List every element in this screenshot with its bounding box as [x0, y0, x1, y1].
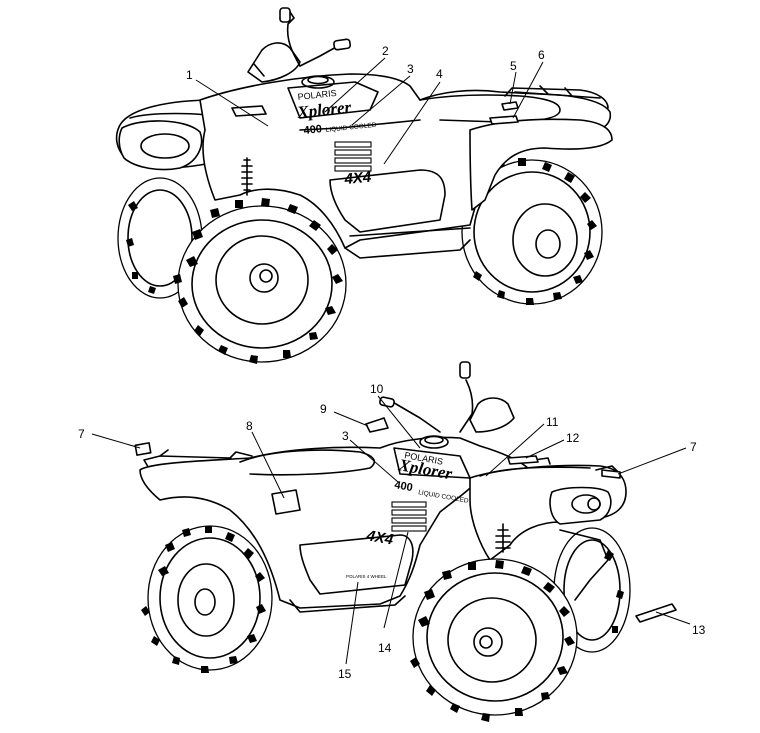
callout-3-top: 3 — [407, 62, 414, 76]
top-decal-brand: POLARIS — [297, 88, 337, 102]
callout-7-rear: 7 — [78, 427, 85, 441]
bottom-decal-drive: 4X4 — [364, 527, 395, 549]
front-shock-spring — [241, 157, 253, 196]
bottom-body — [139, 361, 627, 613]
top-stripe-decal — [334, 141, 372, 172]
callout-8: 8 — [246, 419, 253, 433]
callout-12: 12 — [566, 431, 580, 445]
callout-15: 15 — [338, 667, 352, 681]
rear-shock-spring — [495, 523, 511, 553]
callout-5: 5 — [510, 59, 517, 73]
bottom-decal-7-rear — [134, 442, 152, 456]
bottom-front-near-wheel — [410, 558, 578, 722]
top-callouts: 1 2 3 4 5 6 — [186, 44, 545, 165]
bottom-decal-7-front — [601, 469, 621, 479]
bottom-callouts: 7 7 8 9 10 3 11 12 13 14 15 — [78, 382, 706, 681]
callout-3-bottom: 3 — [342, 429, 349, 443]
bottom-decal-displacement: 400 — [393, 479, 413, 494]
bottom-decal-8 — [271, 489, 301, 515]
atv-top-view: POLARIS Xplorer 400 LIQUID COOLED 4X4 1 … — [115, 7, 613, 364]
top-decal-1 — [231, 105, 267, 117]
top-polaris-decal-outline — [287, 81, 379, 119]
bottom-stripe-decal — [391, 501, 427, 532]
callout-6: 6 — [538, 48, 545, 62]
top-front-near-wheel — [173, 198, 347, 364]
callout-13: 13 — [692, 623, 706, 637]
callout-4: 4 — [436, 67, 443, 81]
callout-11: 11 — [546, 415, 559, 429]
top-decal-drive: 4X4 — [343, 169, 373, 188]
top-decal-6 — [489, 115, 519, 125]
bottom-decal-small-text: POLARIS 4 WHEEL — [346, 574, 387, 579]
callout-7-front: 7 — [690, 440, 697, 454]
bottom-polaris-decal-outline — [393, 447, 471, 479]
callout-10: 10 — [370, 382, 384, 396]
callout-2: 2 — [382, 44, 389, 58]
top-decal-displacement: 400 — [303, 123, 323, 137]
atv-bottom-view: POLARIS Xplorer 400 LIQUID COOLED 4X4 PO… — [78, 361, 706, 722]
bottom-decal-9 — [365, 417, 389, 433]
bottom-decal-12 — [507, 455, 539, 465]
bottom-decal-13 — [635, 603, 677, 623]
callout-9: 9 — [320, 402, 327, 416]
callout-1: 1 — [186, 68, 193, 82]
bottom-rear-wheel — [141, 525, 273, 673]
callout-14: 14 — [378, 641, 392, 655]
